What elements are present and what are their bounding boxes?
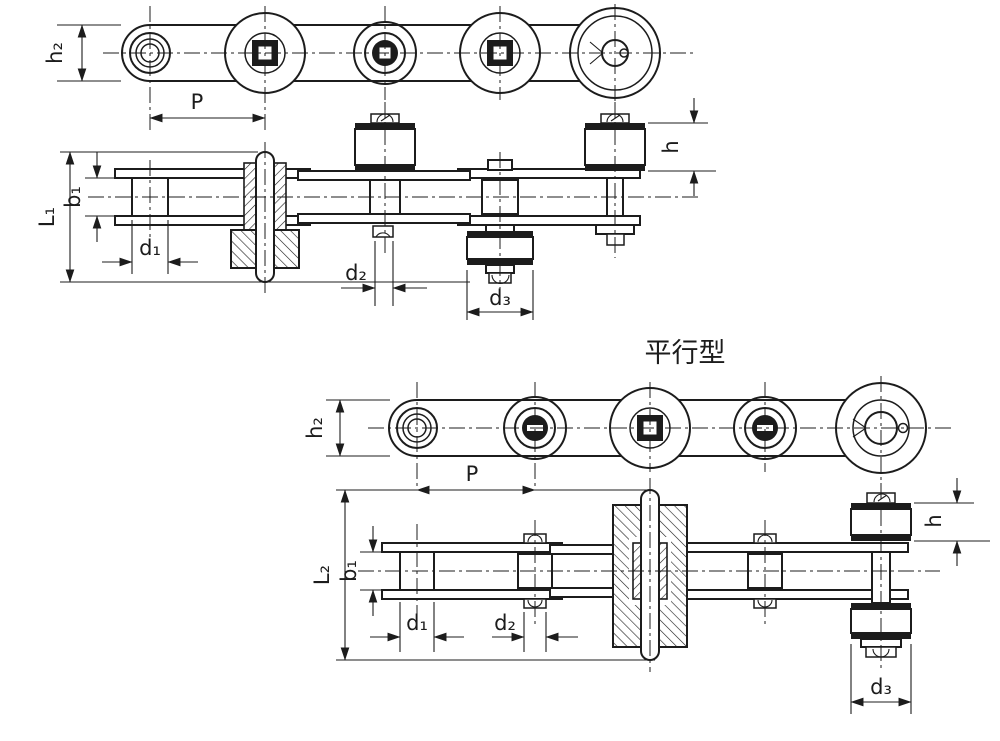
label-d3: d₃ [870,675,892,699]
dim-h-top: h [648,98,716,196]
pin-slot [757,425,773,431]
rivet-mark [491,274,510,284]
dim-d1-bottom: d₁ [370,602,464,652]
label-b1: b₁ [61,186,85,208]
link-plate [297,170,471,181]
label-h2: h₂ [303,417,327,439]
type-label: 平行型 [645,338,726,369]
dim-h2-top: h₂ [43,24,121,82]
label-h: h [922,514,946,527]
dim-pitch-bottom: P [416,462,536,495]
dim-d1-top: d₁ [102,220,198,274]
link-plate [549,587,619,598]
label-d1: d₁ [406,611,428,635]
bottom-chain-plan-view: h₂ P [303,376,952,495]
label-h2: h₂ [43,42,67,64]
link-plate [457,215,641,226]
label-b1: b₁ [337,560,361,582]
dim-b1-bottom: b₁ [337,526,396,616]
label-L2: L₂ [310,565,334,585]
dim-h2-bottom: h₂ [303,399,390,457]
label-d3: d₃ [489,286,511,310]
bottom-chain-front-view: L₂ b₁ d₁ d₂ [310,478,990,714]
cotter-pin-mark [852,418,867,438]
rivet-mark [375,232,391,238]
link-plate [549,544,619,555]
dim-d2-top: d₂ [341,241,427,306]
dim-d3-bottom: d₃ [850,644,912,714]
dim-d2-bottom: d₂ [492,611,578,652]
dim-L1: L₁ [35,151,470,283]
label-L1: L₁ [35,207,59,227]
dim-pitch-top: P [149,90,266,123]
label-pitch: P [191,90,204,114]
dim-h-bottom: h [914,478,990,566]
link-plate [681,542,909,553]
pin-head-d2 [372,225,394,238]
dim-L2: L₂ [310,489,655,661]
label-pitch: P [466,462,479,486]
top-chain-front-view: L₁ b₁ d₁ d₂ [35,98,716,320]
cotter-pin-mark [589,41,604,65]
top-chain-plan-view: h₂ P [43,4,693,130]
dim-d3-top: d₃ [466,270,534,320]
label-d2: d₂ [494,611,516,635]
label-d2: d₂ [345,261,367,285]
link-plate [297,213,471,224]
label-h: h [659,140,683,153]
label-d1: d₁ [139,236,161,260]
dim-b1-top: b₁ [61,152,128,242]
rivet-mark [873,493,891,503]
